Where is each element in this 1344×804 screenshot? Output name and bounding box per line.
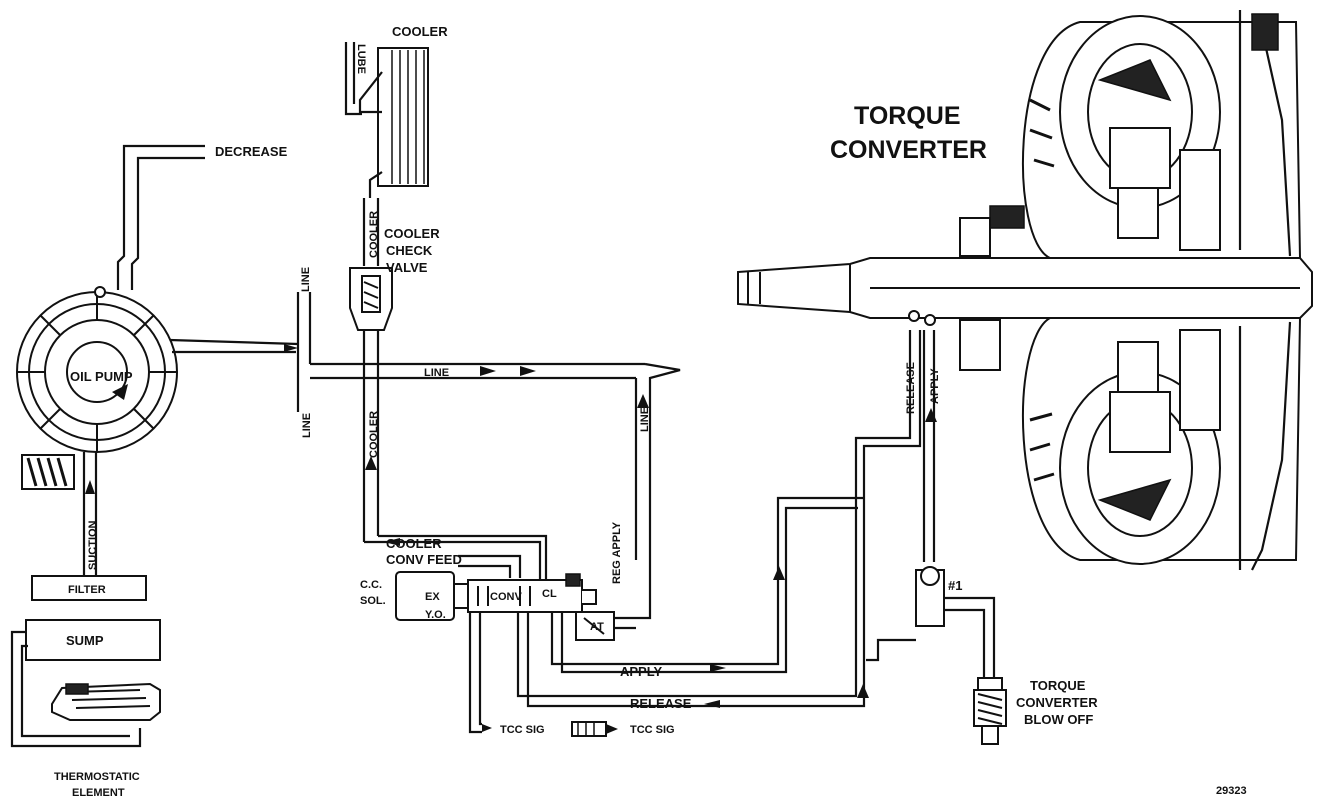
conv-small-label: CONV	[490, 591, 522, 603]
cc-sol-label-2: SOL.	[360, 595, 386, 607]
cc-sol-label-1: C.C.	[360, 579, 382, 591]
blow-off-label-2: CONVERTER	[1016, 695, 1098, 710]
tcc-sig-label-left: TCC SIG	[500, 724, 545, 736]
cooler-check-valve-label-1: COOLER	[384, 226, 440, 241]
regulator-apply-valve	[575, 611, 615, 641]
decrease-label: DECREASE	[215, 144, 288, 159]
check-ball-1	[915, 566, 945, 627]
cc-solenoid	[395, 571, 469, 621]
torque-converter-blow-off-valve	[973, 677, 1007, 745]
tcc-sig-label-right: TCC SIG	[630, 724, 675, 736]
tcc-sig-plug	[571, 721, 618, 737]
torque-converter	[737, 10, 1313, 571]
lube-label: LUBE	[355, 44, 367, 74]
release-vertical-label: RELEASE	[905, 362, 917, 414]
thermostatic-label-1: THERMOSTATIC	[54, 771, 140, 783]
filter-label: FILTER	[68, 584, 106, 596]
figure-number: 29323	[1216, 785, 1247, 797]
line-label-lower: LINE	[301, 413, 313, 438]
sump-label: SUMP	[66, 633, 104, 648]
blow-off-label-3: BLOW OFF	[1024, 712, 1093, 727]
cooler-check-valve-label-2: CHECK	[386, 243, 433, 258]
suction-label: SUCTION	[87, 520, 99, 570]
cooler	[358, 47, 429, 198]
blow-off-label-1: TORQUE	[1030, 678, 1086, 693]
conv-feed-label: CONV FEED	[386, 552, 462, 567]
torque-converter-title-1: TORQUE	[854, 102, 961, 130]
cooler-vertical-upper-label: COOLER	[368, 211, 380, 258]
sump	[25, 619, 161, 661]
cl-small-label: CL	[542, 588, 557, 600]
pressure-regulator-spring	[21, 454, 75, 490]
thermostatic-label-2: ELEMENT	[72, 787, 125, 799]
line-label-horizontal: LINE	[424, 367, 449, 379]
cooler-vertical-lower-label: COOLER	[368, 411, 380, 458]
oil-pump-label: OIL PUMP	[70, 369, 133, 384]
cooler-top-label: COOLER	[392, 24, 448, 39]
at-small-label: AT	[590, 621, 604, 633]
apply-horizontal-label: APPLY	[620, 664, 662, 679]
converter-clutch-valve	[467, 573, 597, 613]
thermostatic-element	[51, 682, 161, 721]
check-ball-1-label: #1	[948, 578, 962, 593]
reg-apply-label: REG APPLY	[611, 521, 623, 584]
cooler-feed-label: COOLER	[386, 536, 442, 551]
line-label-right: LINE	[639, 407, 651, 432]
torque-converter-title-2: CONVERTER	[830, 136, 987, 164]
yo-label: Y.O.	[425, 609, 446, 621]
cooler-check-valve	[349, 267, 393, 331]
apply-vertical-label: APPLY	[929, 368, 941, 404]
line-label-upper: LINE	[300, 267, 312, 292]
oil-pump	[16, 286, 178, 453]
ex-label: EX	[425, 591, 440, 603]
filter	[31, 575, 147, 601]
release-horizontal-label: RELEASE	[630, 696, 692, 711]
cooler-check-valve-label-3: VALVE	[386, 260, 428, 275]
